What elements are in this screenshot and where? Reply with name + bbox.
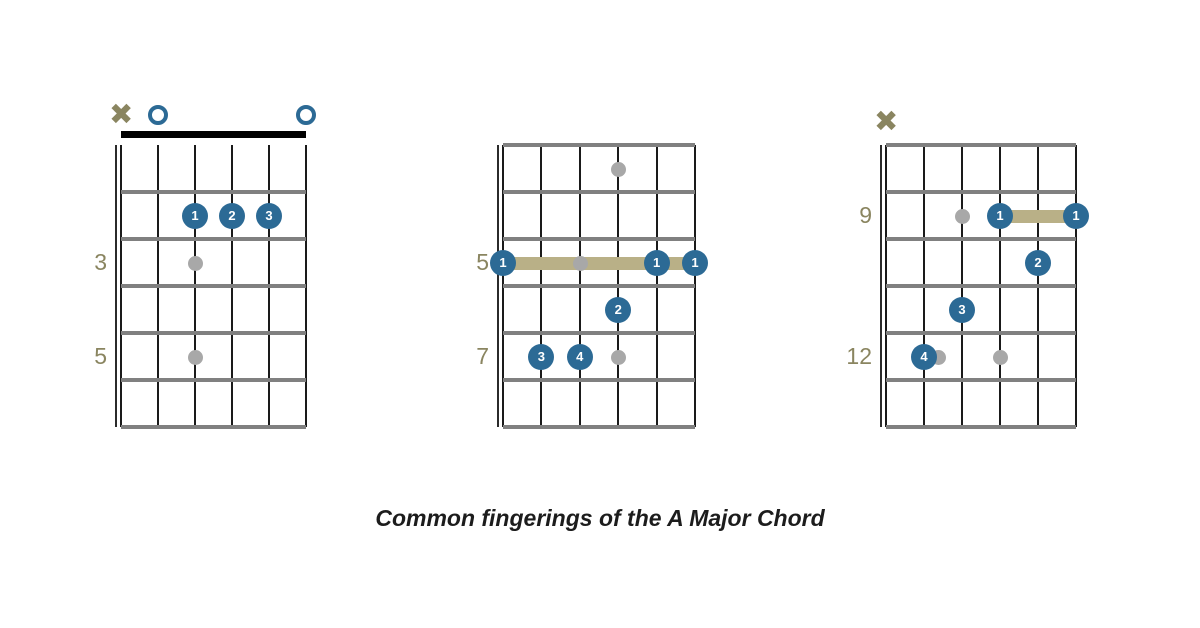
finger-dot-1[interactable]: 1 xyxy=(643,249,670,276)
fret-line xyxy=(503,237,695,241)
finger-dot-1[interactable]: 1 xyxy=(1063,202,1089,229)
fret-line xyxy=(121,190,306,194)
fret-position-label: 5 xyxy=(94,342,107,369)
finger-dot-4[interactable]: 4 xyxy=(911,343,937,370)
fret-position-label: 9 xyxy=(859,201,872,228)
mute-x-icon: ✖ xyxy=(874,104,899,138)
finger-dot-3[interactable]: 3 xyxy=(528,343,555,370)
fretboard-1 xyxy=(115,145,307,429)
fret-line xyxy=(886,284,1076,288)
fret-position-label: 3 xyxy=(94,248,107,275)
fret-line xyxy=(121,284,306,288)
fret-line xyxy=(886,237,1076,241)
scale-tone-dot xyxy=(572,255,588,271)
chart-caption: Common fingerings of the A Major Chord xyxy=(375,505,825,531)
nut xyxy=(121,131,306,138)
finger-dot-4[interactable]: 4 xyxy=(566,343,593,370)
finger-dot-1[interactable]: 1 xyxy=(987,202,1013,229)
board-left-rail xyxy=(115,145,117,427)
board-left-rail xyxy=(880,145,882,427)
scale-tone-dot xyxy=(611,161,627,177)
finger-dot-1[interactable]: 1 xyxy=(682,249,708,276)
fret-line xyxy=(886,378,1076,382)
fret-line xyxy=(121,237,306,241)
fret-line xyxy=(886,190,1076,194)
scale-tone-dot xyxy=(188,255,203,271)
finger-dot-3[interactable]: 3 xyxy=(949,296,975,323)
scale-tone-dot xyxy=(611,349,627,365)
scale-tone-dot xyxy=(955,208,970,224)
fret-line xyxy=(503,284,695,288)
string-line xyxy=(694,145,696,427)
fret-line xyxy=(503,425,695,429)
mute-x-icon: ✖ xyxy=(109,97,134,131)
fret-line xyxy=(886,425,1076,429)
fret-line xyxy=(121,425,306,429)
fret-line xyxy=(503,143,695,147)
fret-line xyxy=(121,331,306,335)
fret-line xyxy=(503,190,695,194)
finger-dot-3[interactable]: 3 xyxy=(256,202,282,229)
finger-dot-1[interactable]: 1 xyxy=(182,202,208,229)
finger-dot-1[interactable]: 1 xyxy=(490,249,516,276)
open-circle-icon xyxy=(148,105,168,125)
fret-line xyxy=(503,378,695,382)
fret-position-label: 5 xyxy=(476,248,489,275)
fret-line xyxy=(121,378,306,382)
fret-line xyxy=(886,143,1076,147)
fret-line xyxy=(886,331,1076,335)
scale-tone-dot xyxy=(993,349,1008,365)
barre-line xyxy=(990,209,1086,223)
open-circle-icon xyxy=(296,105,316,125)
fret-position-label: 12 xyxy=(846,342,872,369)
fret-position-label: 7 xyxy=(476,342,489,369)
finger-dot-2[interactable]: 2 xyxy=(605,296,632,323)
board-left-rail xyxy=(497,145,499,427)
barre-line xyxy=(493,256,705,270)
scale-tone-dot xyxy=(188,349,203,365)
string-line xyxy=(1075,145,1077,427)
finger-dot-2[interactable]: 2 xyxy=(219,202,245,229)
fretboard-3 xyxy=(880,143,1077,429)
fretboard-2 xyxy=(497,143,696,429)
finger-dot-2[interactable]: 2 xyxy=(1025,249,1051,276)
string-line xyxy=(305,145,307,427)
fret-line xyxy=(503,331,695,335)
